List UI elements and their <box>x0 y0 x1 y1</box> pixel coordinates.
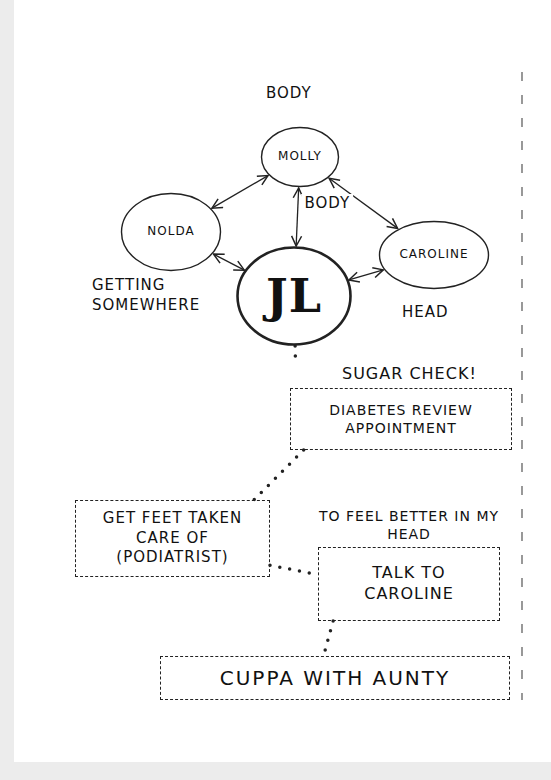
dashed-box: DIABETES REVIEW APPOINTMENT <box>290 388 512 450</box>
note-label: BODY <box>266 84 312 104</box>
relation-arrow <box>213 254 244 270</box>
person-circle: CAROLINE <box>378 220 490 290</box>
box-text: TALK TO CAROLINE <box>329 563 489 605</box>
person-circle: JL <box>236 246 352 346</box>
person-circle: NOLDA <box>120 192 222 272</box>
box-text: GET FEET TAKEN CARE OF (PODIATRIST) <box>86 509 259 568</box>
person-circle: MOLLY <box>260 126 340 188</box>
note-label: HEAD <box>402 303 449 323</box>
box-heading: SUGAR CHECK! <box>290 364 512 388</box>
dashed-box: CUPPA WITH AUNTY <box>160 656 510 700</box>
heading-text: SUGAR CHECK! <box>342 364 477 383</box>
circle-line <box>262 128 339 187</box>
edge-label: BODY <box>302 194 354 212</box>
note-box: GET FEET TAKEN CARE OF (PODIATRIST) <box>75 500 270 577</box>
heading-text: TO FEEL BETTER IN MY HEAD <box>319 508 499 542</box>
initials: JL <box>266 270 322 323</box>
box-text: CUPPA WITH AUNTY <box>220 665 451 691</box>
circle-line <box>122 194 221 271</box>
dashed-box: GET FEET TAKEN CARE OF (PODIATRIST) <box>75 500 270 577</box>
page-edge-line <box>521 72 522 700</box>
thought-dots <box>254 450 304 500</box>
relation-arrow <box>296 188 299 246</box>
note-box: TO FEEL BETTER IN MY HEAD TALK TO CAROLIN… <box>318 508 500 621</box>
thought-dots <box>270 565 318 575</box>
person-name: MOLLY <box>278 150 322 164</box>
box-heading: TO FEEL BETTER IN MY HEAD <box>318 508 500 547</box>
note-box: SUGAR CHECK! DIABETES REVIEW APPOINTMENT <box>290 364 512 450</box>
person-name: NOLDA <box>147 225 194 239</box>
box-text: DIABETES REVIEW APPOINTMENT <box>301 401 501 437</box>
thought-dots <box>293 346 297 364</box>
circle-line <box>380 222 489 289</box>
circle-line <box>238 248 351 345</box>
relation-arrow <box>212 176 268 209</box>
note-label: GETTING SOMEWHERE <box>92 276 212 315</box>
person-name: CAROLINE <box>399 248 468 262</box>
dashed-box: TALK TO CAROLINE <box>318 547 500 621</box>
thought-dots <box>324 621 334 656</box>
relation-arrow <box>349 270 383 280</box>
note-box: CUPPA WITH AUNTY <box>160 656 510 700</box>
